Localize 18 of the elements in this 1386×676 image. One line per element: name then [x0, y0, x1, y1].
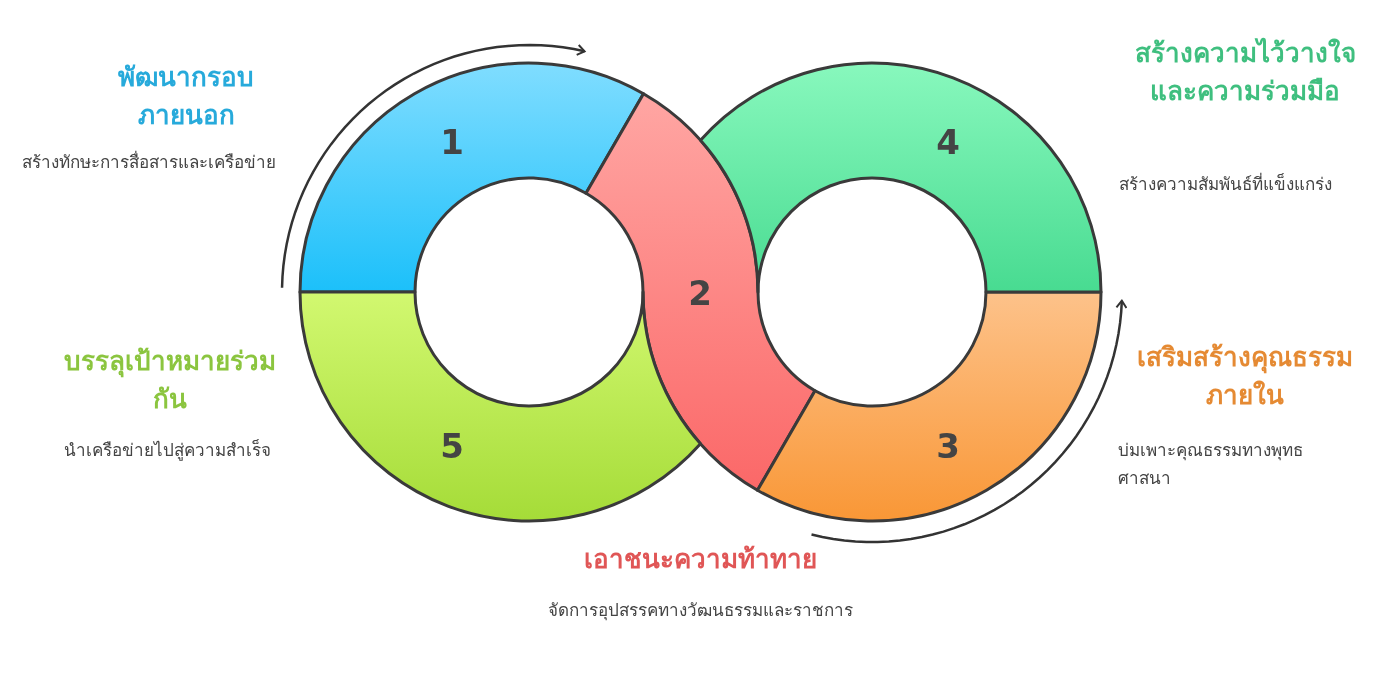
step-number: 2	[687, 273, 713, 313]
step-description: นำเครือข่ายไปสู่ความสำเร็จ	[63, 438, 272, 463]
ring-segment	[756, 290, 1103, 523]
step-description: สร้างความสัมพันธ์ที่แข็งแกร่ง	[1117, 171, 1333, 196]
step-number: 1	[439, 122, 465, 162]
ring-segment	[298, 61, 645, 294]
step-number: 3	[935, 426, 961, 466]
step-heading: เอาชนะความท้าทาย	[582, 543, 818, 576]
step-description: บ่มเพาะคุณธรรมทางพุทธศาสนา	[1118, 439, 1304, 490]
step-heading: เสริมสร้างคุณธรรมภายใน	[1136, 341, 1354, 412]
step-heading: บรรลุเป้าหมายร่วมกัน	[63, 345, 277, 416]
step-number: 5	[439, 426, 465, 466]
step-description: จัดการอุปสรรคทางวัฒนธรรมและราชการ	[546, 599, 854, 623]
step-heading: พัฒนากรอบภายนอก	[117, 61, 255, 132]
ring-segment	[584, 92, 817, 492]
step-number: 4	[935, 122, 961, 162]
step-heading: สร้างความไว้วางใจและความร่วมมือ	[1133, 36, 1357, 108]
step-description: สร้างทักษะการสื่อสารและเครือข่าย	[21, 149, 277, 174]
